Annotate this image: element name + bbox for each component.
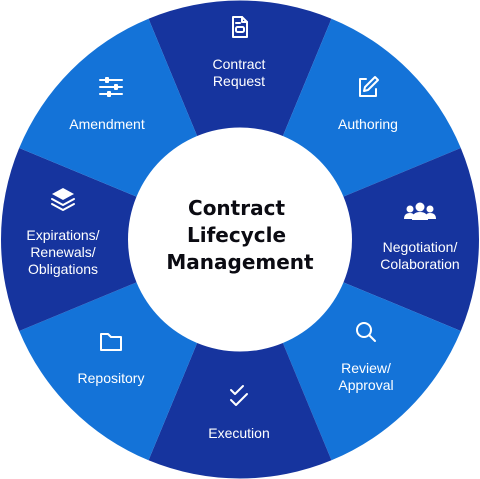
segment-label-line: Colaboration bbox=[380, 256, 459, 272]
pencil-edit-icon bbox=[359, 76, 379, 97]
segment-label-review-approval: Review/Approval bbox=[338, 360, 393, 393]
segment-label-line: Expirations/ bbox=[26, 227, 99, 243]
center-title-line-3: Management bbox=[166, 250, 314, 274]
segment-repository bbox=[19, 280, 199, 461]
segment-label-line: Authoring bbox=[338, 116, 398, 132]
users-group-icon bbox=[404, 202, 436, 220]
segment-review-approval bbox=[281, 280, 461, 461]
center-title: Contract Lifecycle Management bbox=[166, 196, 314, 274]
segment-amendment bbox=[19, 18, 199, 199]
segment-label-expirations-renewals-obligations: Expirations/Renewals/Obligations bbox=[26, 227, 99, 277]
segment-label-line: Execution bbox=[208, 425, 269, 441]
segment-negotiation-colaboration bbox=[339, 148, 479, 331]
segment-label-line: Repository bbox=[78, 370, 145, 386]
center-title-line-2: Lifecycle bbox=[187, 223, 286, 247]
segment-contract-request bbox=[148, 0, 332, 140]
segment-label-line: Amendment bbox=[69, 116, 145, 132]
segment-label-line: Negotiation/ bbox=[383, 239, 458, 255]
center-circle bbox=[128, 127, 352, 352]
segment-label-line: Contract bbox=[213, 56, 266, 72]
segment-label-line: Obligations bbox=[28, 261, 98, 277]
segment-label-authoring: Authoring bbox=[338, 116, 398, 132]
segment-label-line: Approval bbox=[338, 377, 393, 393]
segment-label-line: Request bbox=[213, 73, 265, 89]
segment-label-line: Review/ bbox=[341, 360, 391, 376]
search-icon bbox=[356, 322, 376, 342]
document-icon bbox=[232, 16, 248, 38]
segment-execution bbox=[148, 339, 332, 479]
sliders-icon bbox=[99, 77, 123, 97]
layers-icon bbox=[51, 188, 75, 211]
segment-label-negotiation-colaboration: Negotiation/Colaboration bbox=[380, 239, 459, 272]
segment-authoring bbox=[281, 18, 461, 199]
segment-expirations-renewals-obligations bbox=[1, 148, 141, 331]
segment-label-execution: Execution bbox=[208, 425, 269, 441]
folder-icon bbox=[100, 333, 122, 351]
segment-label-amendment: Amendment bbox=[69, 116, 145, 132]
segment-label-line: Renewals/ bbox=[30, 244, 95, 260]
segment-label-repository: Repository bbox=[78, 370, 145, 386]
checkmark-icon bbox=[230, 385, 248, 406]
center-title-line-1: Contract bbox=[188, 196, 285, 220]
